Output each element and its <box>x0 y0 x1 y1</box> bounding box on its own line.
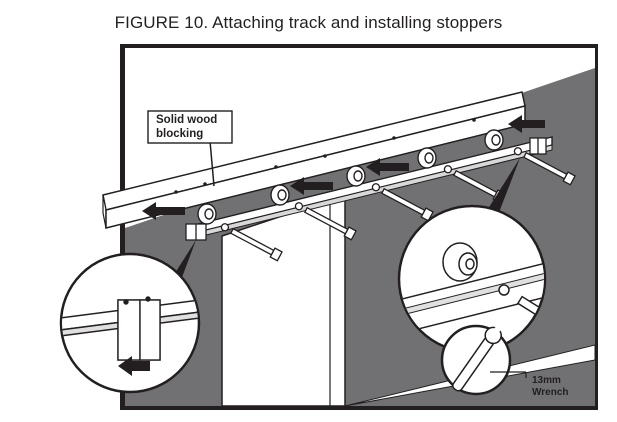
bolts <box>220 147 576 262</box>
wood-blocking <box>102 91 526 229</box>
wrench-label-line2: Wrench <box>532 387 569 398</box>
bolt-detail-circle <box>397 204 547 354</box>
wrench-detail-circle: 13mm Wrench <box>440 324 569 398</box>
figure-title: FIGURE 10. Attaching track and installin… <box>114 13 503 32</box>
blocking-callout: Solid wood blocking <box>147 110 233 187</box>
direction-arrows <box>142 115 545 220</box>
spacers <box>197 129 504 225</box>
stopper-detail-circle <box>59 252 201 394</box>
wrench-label-line1: 13mm <box>532 375 561 386</box>
stopper-left <box>185 223 207 241</box>
blocking-label-line2: blocking <box>156 128 203 140</box>
stopper-right <box>529 137 547 155</box>
blocking-label-line1: Solid wood <box>156 114 217 126</box>
